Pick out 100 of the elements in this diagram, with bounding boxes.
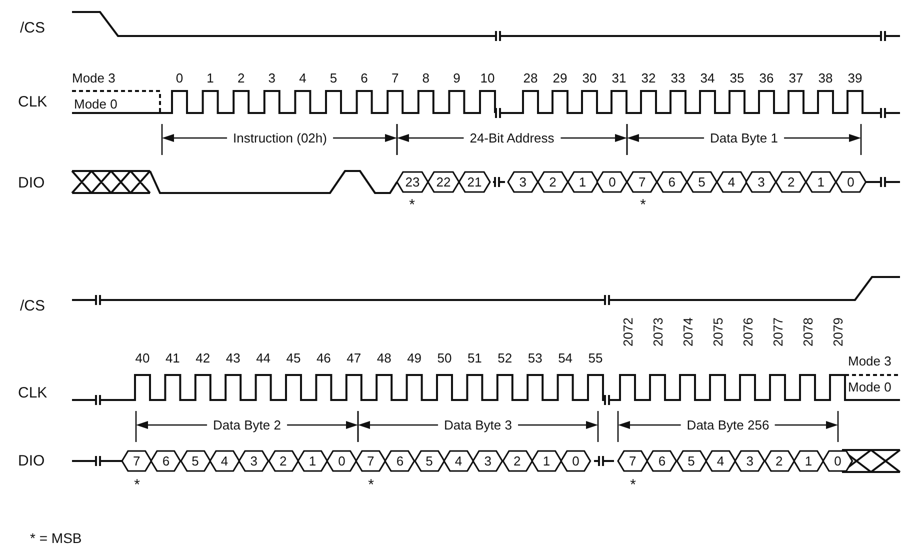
- data-bit-cell: 4: [444, 450, 474, 472]
- signal-name: CLK: [18, 386, 48, 400]
- mode-label: Mode 3: [848, 354, 892, 368]
- clock-cycle-number: 46: [316, 352, 331, 364]
- clock-cycle-number: 1: [206, 72, 214, 84]
- clock-cycle-number: 50: [437, 352, 452, 364]
- data-bit-cell: 1: [794, 450, 824, 472]
- data-bit-cell: 0: [823, 450, 852, 472]
- clock-cycle-number: 43: [226, 352, 240, 364]
- dimension-label: Data Byte 2: [207, 418, 287, 432]
- clock-cycle-number: 48: [376, 352, 392, 364]
- clock-cycle-number: 35: [730, 72, 744, 84]
- data-bit-cell: 2: [502, 450, 532, 472]
- clock-cycle-number: 9: [453, 72, 460, 84]
- dimension-label: Instruction (02h): [227, 132, 333, 144]
- data-bit-cell: 0: [597, 171, 628, 193]
- mode-label: Mode 0: [74, 98, 118, 110]
- mode-label: Mode 0: [848, 380, 892, 394]
- clock-cycle-number: 0: [176, 72, 184, 84]
- data-bit-cell: 2: [764, 450, 794, 472]
- data-bit-cell: 3: [239, 450, 268, 472]
- data-bit-cell: 5: [414, 450, 444, 472]
- clock-cycle-number: 34: [700, 72, 715, 84]
- data-bit-cell: 0: [327, 450, 356, 472]
- clock-cycle-number: 54: [558, 352, 573, 364]
- clock-cycle-number: 28: [523, 72, 538, 84]
- data-bit-cell: 6: [647, 450, 677, 472]
- data-bit-cell: 2: [268, 450, 298, 472]
- clock-cycle-number: 47: [346, 352, 362, 364]
- signal-name: /CS: [20, 298, 46, 314]
- dimension-label: 24-Bit Address: [464, 132, 560, 144]
- clock-cycle-number: 41: [165, 352, 180, 364]
- data-bit-cell: 2: [538, 171, 568, 193]
- data-bit-cell: 3: [473, 450, 502, 472]
- clock-cycle-number: 10: [480, 72, 495, 84]
- data-bit-cell: 1: [806, 171, 836, 193]
- clock-cycle-number: 2079: [831, 318, 844, 346]
- dimension-label: Data Byte 3: [438, 418, 518, 432]
- clock-cycle-number: 38: [818, 72, 833, 84]
- data-bit-cell: 2: [776, 171, 806, 193]
- mode-label: Mode 3: [72, 72, 116, 84]
- data-bit-cell: 4: [716, 171, 746, 193]
- clock-cycle-number: 4: [299, 72, 306, 84]
- clock-cycle-number: 2076: [741, 318, 754, 346]
- data-bit-cell: 1: [568, 171, 598, 193]
- clock-cycle-number: 6: [360, 72, 368, 84]
- clock-cycle-number: 55: [588, 352, 603, 364]
- msb-marker: *: [368, 478, 374, 492]
- data-bit-cell: 6: [385, 450, 415, 472]
- data-bit-cell: 4: [706, 450, 736, 472]
- data-bit-cell: 22: [428, 171, 459, 193]
- data-bit-cell: 7: [356, 450, 386, 472]
- dimension-label: Data Byte 1: [704, 132, 784, 144]
- clock-cycle-number: 8: [422, 72, 430, 84]
- data-bit-cell: 5: [676, 450, 706, 472]
- data-bit-cell: 23: [397, 171, 428, 193]
- data-bit-cell: 3: [735, 450, 764, 472]
- clock-cycle-number: 52: [498, 352, 512, 364]
- clock-cycle-number: 2075: [711, 318, 724, 346]
- signal-name: DIO: [18, 176, 45, 190]
- clock-cycle-number: 40: [135, 352, 150, 364]
- clock-cycle-number: 45: [286, 352, 301, 364]
- clock-cycle-number: 36: [759, 72, 774, 84]
- clock-cycle-number: 32: [641, 72, 656, 84]
- clock-cycle-number: 2072: [621, 318, 634, 346]
- clock-cycle-number: 30: [582, 72, 597, 84]
- msb-marker: *: [630, 478, 636, 492]
- clock-cycle-number: 3: [268, 72, 276, 84]
- data-bit-cell: 0: [836, 171, 866, 193]
- msb-marker: *: [640, 198, 646, 212]
- clock-cycle-number: 2074: [681, 318, 694, 346]
- data-bit-cell: 7: [627, 171, 657, 193]
- data-bit-cell: 1: [298, 450, 328, 472]
- data-bit-cell: 6: [657, 171, 687, 193]
- clock-cycle-number: 42: [196, 352, 210, 364]
- signal-name: DIO: [18, 454, 45, 468]
- data-bit-cell: 3: [508, 171, 538, 193]
- clock-cycle-number: 2073: [651, 318, 664, 346]
- data-bit-cell: 21: [459, 171, 490, 193]
- data-bit-cell: 7: [618, 450, 648, 472]
- data-bit-cell: 5: [180, 450, 210, 472]
- clock-cycle-number: 5: [330, 72, 338, 84]
- data-bit-cell: 3: [746, 171, 776, 193]
- clock-cycle-number: 2: [237, 72, 245, 84]
- clock-cycle-number: 53: [528, 352, 542, 364]
- clock-cycle-number: 31: [612, 72, 626, 84]
- clock-cycle-number: 2077: [771, 318, 784, 346]
- msb-marker: *: [134, 478, 140, 492]
- data-bit-cell: 0: [561, 450, 590, 472]
- msb-marker: *: [409, 198, 415, 212]
- data-bit-cell: 4: [210, 450, 240, 472]
- clock-cycle-number: 2078: [801, 318, 814, 346]
- data-bit-cell: 7: [122, 450, 152, 472]
- clock-cycle-number: 39: [848, 72, 862, 84]
- data-bit-cell: 6: [151, 450, 181, 472]
- legend-note: * = MSB: [30, 531, 82, 545]
- clock-cycle-number: 37: [788, 72, 804, 84]
- signal-name: /CS: [20, 20, 46, 36]
- dimension-label: Data Byte 256: [680, 418, 776, 432]
- clock-cycle-number: 7: [391, 72, 399, 84]
